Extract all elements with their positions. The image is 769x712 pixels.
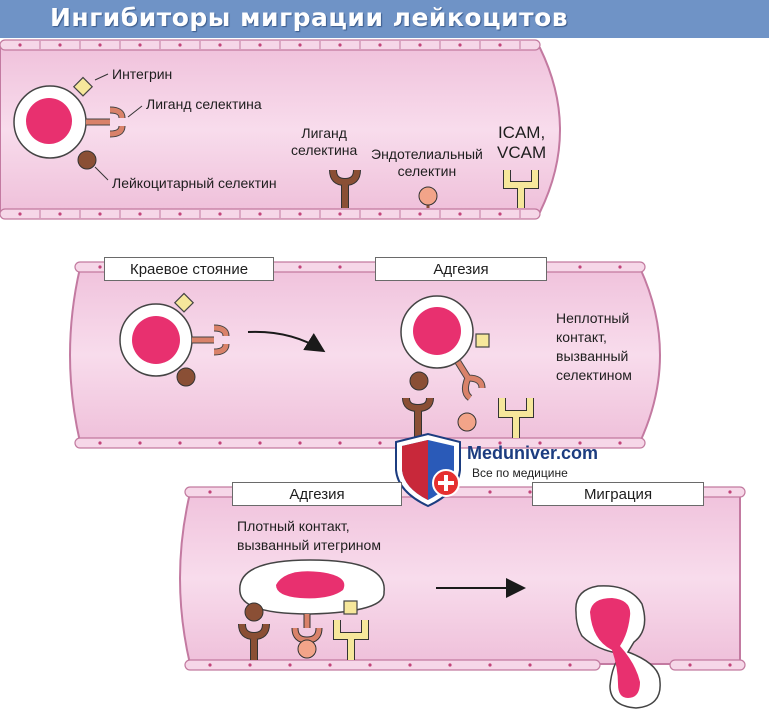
leukocyte-2-adhesion (400, 295, 534, 438)
label-tight-contact: Плотный контакт, вызванный итегрином (237, 518, 381, 553)
endothelial-selectin-bead (418, 186, 438, 208)
stage-label-migration: Миграция (532, 482, 704, 506)
page-title: Ингибиторы миграции лейкоцитов (50, 3, 569, 32)
stage-label-margination: Краевое стояние (104, 257, 274, 281)
icam-vcam-receptor (503, 170, 539, 208)
label-leukocyte-selectin: Лейкоцитарный селектин (112, 175, 277, 191)
label-endothelial-selectin: Эндотелиальный селектин (371, 146, 483, 179)
arrow-1 (247, 330, 326, 353)
leukocyte-1 (13, 76, 126, 170)
panel-1-leader-lines (94, 73, 143, 181)
title-banner: Ингибиторы миграции лейкоцитов (0, 0, 769, 38)
meduniver-logo (395, 432, 461, 508)
watermark-name: Meduniver.com (467, 443, 599, 463)
panel-1-vessel (0, 39, 561, 220)
label-selectin-ligand-2: Лиганд селектина (291, 125, 358, 158)
label-icam-vcam: ICAM, VCAM (497, 123, 547, 162)
leukocyte-2-margination (119, 292, 230, 387)
leukocyte-migrating (575, 585, 661, 709)
stage-label-adhesion-2: Адгезия (232, 482, 402, 506)
selectin-ligand-receptor (329, 169, 361, 208)
label-loose-contact: Неплотный контакт, вызванный селектином (556, 310, 632, 383)
stage-label-adhesion-1: Адгезия (375, 257, 547, 281)
leukocyte-migration-diagram (0, 39, 746, 709)
label-integrin: Интегрин (112, 66, 173, 82)
leukocyte-3-tight-adhesion (238, 559, 385, 660)
watermark-subtitle: Все по медицине (472, 466, 568, 480)
label-selectin-ligand: Лиганд селектина (146, 96, 262, 112)
